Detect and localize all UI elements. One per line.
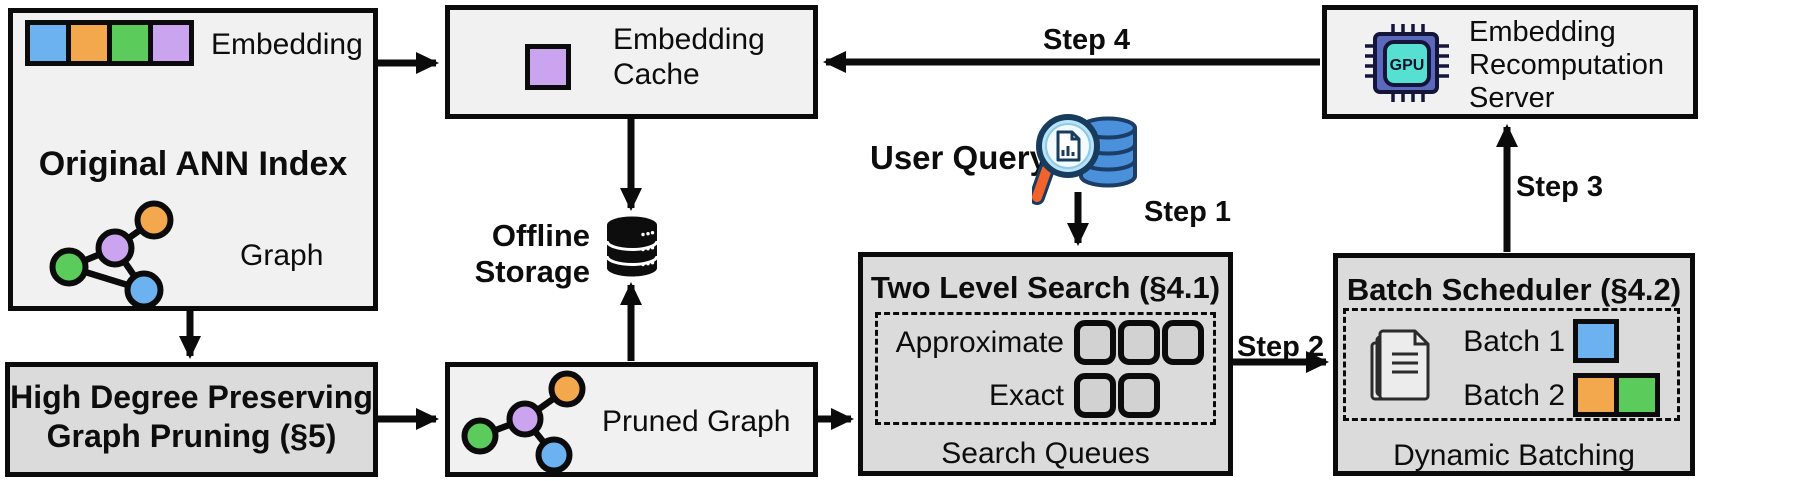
user-query-label: User Query (870, 139, 1048, 176)
graph-pruning-box: High Degree Preserving Graph Pruning (§5… (5, 362, 378, 477)
step4-label: Step 4 (1043, 24, 1131, 56)
graph-pruning-title: High Degree Preserving Graph Pruning (§5… (10, 379, 373, 454)
batch2-item-green (1614, 373, 1660, 417)
offline-storage-label: Offline Storage (474, 218, 590, 289)
batch2-item-orange (1573, 373, 1619, 417)
embedding-cache-label: Embedding Cache (613, 23, 765, 91)
embedding-cell-orange (71, 25, 107, 61)
gpu-icon: GPU (1365, 24, 1449, 102)
queries-documents-icon (1370, 329, 1430, 401)
offline-storage-icon (605, 216, 659, 277)
dynamic-batching-panel: Batch 1 Batch 2 (1343, 308, 1680, 421)
batch-scheduler-title: Batch Scheduler (§4.2) (1346, 272, 1682, 307)
search-queues-label: Search Queues (941, 437, 1150, 470)
original-ann-index-box: Embedding Original ANN Index Graph (8, 8, 378, 311)
queue-slot (1074, 320, 1116, 365)
gpu-text: GPU (1390, 57, 1425, 74)
step2-label: Step 2 (1237, 331, 1325, 363)
search-queues-panel: Approximate Exact (875, 312, 1216, 425)
step1-label: Step 1 (1144, 196, 1232, 228)
queue-slot (1118, 320, 1160, 365)
pruned-graph-icon (461, 370, 586, 472)
approximate-queue-label: Approximate (895, 326, 1064, 359)
pruned-graph-label: Pruned Graph (602, 405, 791, 438)
cached-embedding-icon (525, 44, 571, 90)
dynamic-batching-label: Dynamic Batching (1393, 439, 1635, 472)
batch1-item-blue (1573, 319, 1619, 363)
pruned-graph-box: Pruned Graph (445, 362, 818, 477)
embedding-cache-box: Embedding Cache (445, 5, 818, 119)
embedding-cell-green (112, 25, 148, 61)
exact-queue-slots (1074, 373, 1160, 418)
embedding-vector-icon (25, 20, 194, 66)
user-query-icon (1032, 114, 1137, 205)
two-level-search-title: Two Level Search (§4.1) (870, 270, 1221, 305)
queue-slot (1118, 373, 1160, 418)
approximate-queue-slots (1074, 320, 1204, 365)
embedding-label: Embedding (211, 28, 363, 61)
two-level-search-box: Two Level Search (§4.1) Approximate Exac… (858, 252, 1233, 476)
recomputation-server-box: GPU Embedding Recomputation Server (1322, 5, 1698, 119)
original-graph-icon (49, 200, 174, 310)
embedding-cell-purple (153, 25, 189, 61)
queue-slot (1162, 320, 1204, 365)
batch-scheduler-box: Batch Scheduler (§4.2) Batch 1 Batch 2 D… (1333, 253, 1695, 476)
batch1-label: Batch 1 (1463, 325, 1565, 358)
batch2-label: Batch 2 (1463, 379, 1565, 412)
step3-label: Step 3 (1516, 171, 1604, 203)
ann-index-title: Original ANN Index (38, 145, 348, 183)
recomputation-server-label: Embedding Recomputation Server (1469, 16, 1665, 114)
embedding-cell-blue (30, 25, 66, 61)
queue-slot (1074, 373, 1116, 418)
exact-queue-label: Exact (988, 379, 1064, 412)
graph-label: Graph (240, 239, 324, 272)
